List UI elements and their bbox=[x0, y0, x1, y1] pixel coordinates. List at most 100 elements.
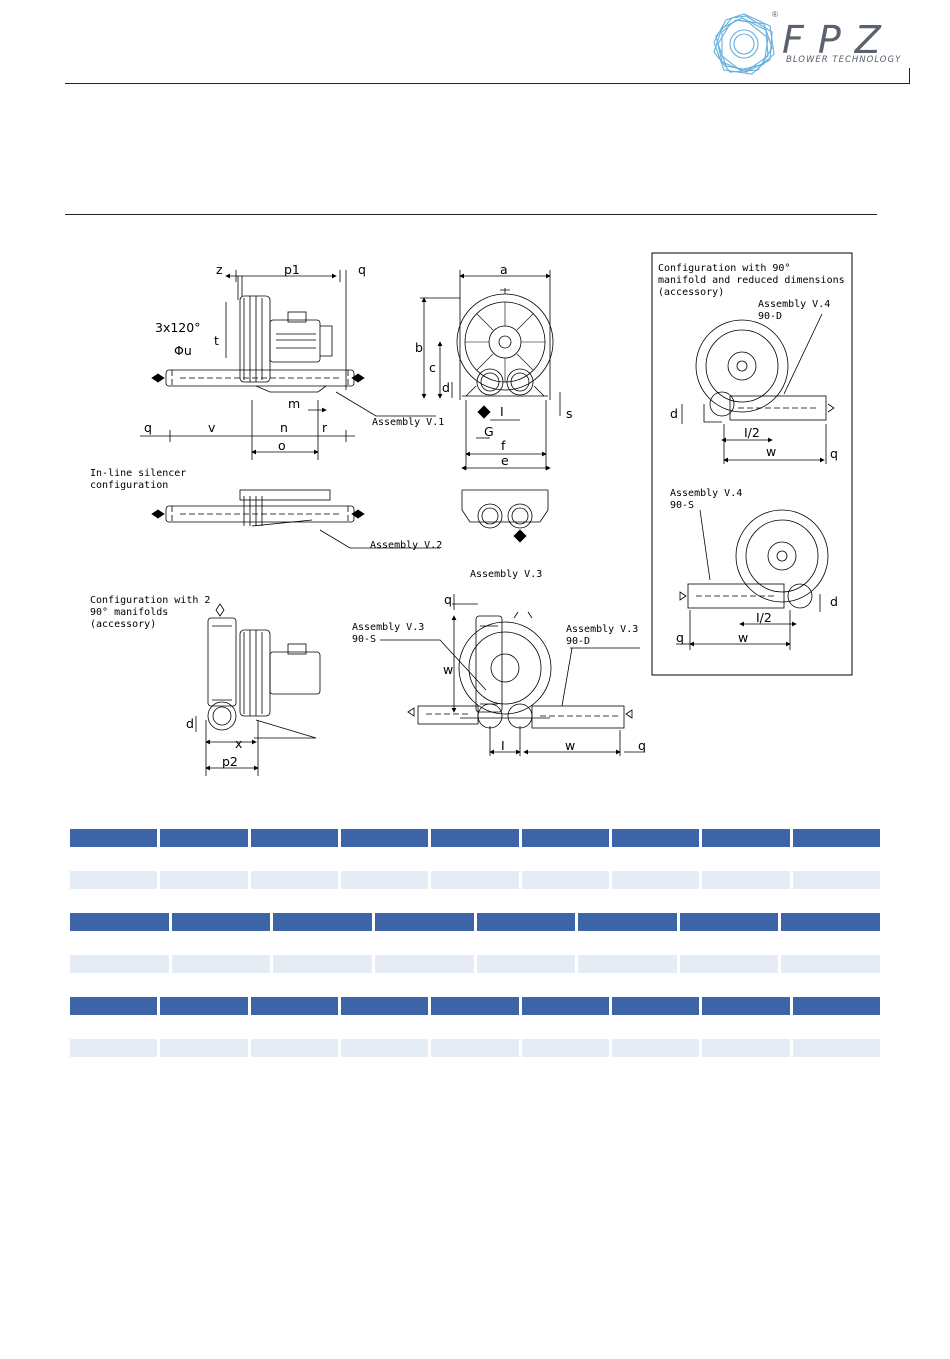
table-header-cell bbox=[781, 913, 880, 931]
table-header-cell bbox=[431, 829, 519, 847]
dim-p2: p2 bbox=[222, 754, 238, 769]
phi-u-label: Φu bbox=[174, 343, 192, 358]
dimension-table-2 bbox=[70, 913, 880, 973]
dim-b: b bbox=[415, 340, 423, 355]
side-view-v2 bbox=[151, 489, 440, 549]
table-header-cell bbox=[171, 913, 271, 931]
header-rule bbox=[65, 83, 910, 84]
two-manifolds-view bbox=[195, 603, 321, 776]
dim-q-v3-b: q bbox=[638, 738, 646, 753]
angle-label: 3x120° bbox=[155, 320, 200, 335]
table-cell bbox=[781, 955, 880, 973]
table-cell bbox=[611, 871, 700, 889]
dim-n: n bbox=[280, 420, 288, 435]
dim-m: m bbox=[288, 396, 300, 411]
table-cell bbox=[374, 955, 474, 973]
table-header-cell bbox=[250, 997, 338, 1015]
table-header-cell bbox=[702, 829, 790, 847]
dim-i2-v4s: I/2 bbox=[756, 610, 772, 625]
inline-label-1: In-line silencer bbox=[90, 468, 186, 479]
registered-mark: ® bbox=[772, 10, 778, 19]
reduced-label-3: (accessory) bbox=[658, 287, 724, 298]
dim-q: q bbox=[358, 262, 366, 277]
table-row bbox=[70, 955, 880, 973]
assembly-v1-label: Assembly V.1 bbox=[372, 417, 444, 428]
table-cell bbox=[160, 871, 248, 889]
table-header-cell bbox=[273, 913, 372, 931]
dim-s: s bbox=[566, 406, 573, 421]
table-header-cell bbox=[70, 829, 158, 847]
dim-g: G bbox=[484, 424, 494, 439]
table-header-cell bbox=[250, 829, 338, 847]
section-rule bbox=[65, 214, 877, 215]
dim-d-v4s: d bbox=[830, 594, 838, 609]
dim-r: r bbox=[322, 420, 328, 435]
assembly-v2-label: Assembly V.2 bbox=[370, 540, 442, 551]
table-cell bbox=[340, 1039, 429, 1057]
table-header-cell bbox=[340, 829, 429, 847]
assembly-v4-90s-label-2: 90-S bbox=[670, 500, 694, 511]
table-header-cell bbox=[679, 913, 779, 931]
table-cell bbox=[431, 1039, 519, 1057]
brand-tagline: BLOWER TECHNOLOGY bbox=[786, 55, 902, 65]
table-cell bbox=[250, 871, 338, 889]
table-cell bbox=[70, 871, 158, 889]
dim-p1: p1 bbox=[284, 262, 300, 277]
table-cell bbox=[340, 871, 429, 889]
table-header-cell bbox=[521, 829, 609, 847]
dim-d-v4: d bbox=[670, 406, 678, 421]
table-header-cell bbox=[431, 997, 519, 1015]
table-cell bbox=[611, 1039, 700, 1057]
table-cell bbox=[273, 955, 372, 973]
table-header-cell bbox=[792, 997, 880, 1015]
table-cell bbox=[521, 1039, 609, 1057]
dim-d-2: d bbox=[186, 716, 194, 731]
table-header-row bbox=[70, 997, 880, 1015]
assembly-v3-90s-label-2: 90-S bbox=[352, 634, 376, 645]
table-header-cell bbox=[792, 829, 880, 847]
dim-w-v3: w bbox=[443, 662, 453, 677]
fpz-logo-icon bbox=[713, 13, 775, 75]
table-header-cell bbox=[611, 829, 700, 847]
table-cell bbox=[792, 1039, 880, 1057]
inline-label-2: configuration bbox=[90, 480, 168, 491]
brand-name: FPZ bbox=[782, 18, 895, 62]
table-header-cell bbox=[70, 997, 158, 1015]
drawing-labels: z p1 q 3x120° t Φu v n r m o q Assembly … bbox=[90, 262, 845, 769]
table-cell bbox=[476, 955, 576, 973]
table-header-cell bbox=[578, 913, 677, 931]
table-header-cell bbox=[340, 997, 429, 1015]
dim-f: f bbox=[501, 438, 506, 453]
two-manifolds-label-1: Configuration with 2 bbox=[90, 595, 210, 606]
table-cell bbox=[578, 955, 677, 973]
reduced-label-1: Configuration with 90° bbox=[658, 263, 790, 274]
table-header-cell bbox=[160, 997, 248, 1015]
table-cell bbox=[70, 955, 169, 973]
dim-q-v3: q bbox=[444, 592, 452, 607]
table-cell bbox=[431, 871, 519, 889]
table-header-row bbox=[70, 829, 880, 847]
two-manifolds-label-3: (accessory) bbox=[90, 619, 156, 630]
table-header-cell bbox=[702, 997, 790, 1015]
table-row bbox=[70, 1039, 880, 1057]
table-header-cell bbox=[70, 913, 169, 931]
table-cell bbox=[250, 1039, 338, 1057]
assembly-v4-90d-label-1: Assembly V.4 bbox=[758, 299, 830, 310]
accessory-box bbox=[651, 252, 853, 676]
table-header-cell bbox=[521, 997, 609, 1015]
table-header-cell bbox=[611, 997, 700, 1015]
dim-o: o bbox=[278, 438, 286, 453]
table-cell bbox=[160, 1039, 248, 1057]
table-cell bbox=[679, 955, 779, 973]
assembly-v4-90s-label-1: Assembly V.4 bbox=[670, 488, 742, 499]
front-view bbox=[420, 270, 561, 471]
side-view-v1 bbox=[140, 270, 436, 460]
two-manifolds-label-2: 90° manifolds bbox=[90, 607, 168, 618]
table-cell bbox=[702, 871, 790, 889]
header-rule-end bbox=[909, 68, 910, 84]
dimension-table-1 bbox=[70, 829, 880, 889]
table-header-cell bbox=[160, 829, 248, 847]
dim-c: c bbox=[429, 360, 436, 375]
table-cell bbox=[521, 871, 609, 889]
reduced-label-2: manifold and reduced dimensions bbox=[658, 275, 845, 286]
